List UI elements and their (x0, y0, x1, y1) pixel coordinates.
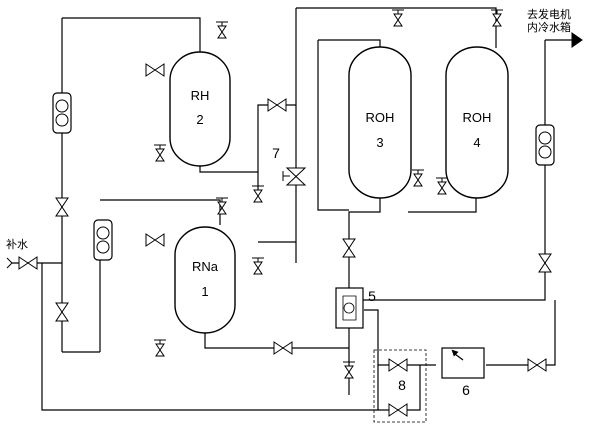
sample-valve-icon (251, 185, 265, 203)
vessel-roh-4: ROH 4 (445, 46, 509, 199)
item-5-label: 5 (368, 288, 376, 304)
item-8-label: 8 (398, 377, 406, 393)
item-6-label: 6 (462, 382, 470, 398)
valve-icon (55, 302, 69, 322)
valve-icon (538, 253, 552, 273)
vessel-roh-4-number: 4 (473, 135, 480, 150)
filter-5: 5 (335, 287, 376, 329)
sample-valve-icon (153, 144, 167, 162)
sample-valve-icon (411, 169, 425, 187)
valve-icon (342, 238, 356, 258)
valve-7: 7 (272, 145, 307, 186)
vessel-rna-number: 1 (201, 284, 208, 299)
instrument-6: 6 (441, 347, 485, 398)
flowmeter-icon (535, 124, 555, 166)
sample-valve-icon (153, 339, 167, 357)
arrow-head-icon (571, 32, 583, 48)
bypass-unit-8: 8 (373, 349, 427, 423)
vessel-roh-3-name: ROH (366, 110, 395, 125)
vessel-rna: RNa 1 (174, 226, 236, 334)
sample-valve-icon (435, 177, 449, 195)
vessel-rh-name: RH (191, 88, 210, 103)
makeup-water-label: 补水 (6, 238, 28, 251)
outlet-label-line2: 内冷水箱 (527, 20, 571, 34)
sample-valve-icon (251, 257, 265, 275)
valve-icon (267, 98, 287, 112)
outlet-label-line1: 去发电机 (527, 7, 571, 21)
sample-valve-icon (391, 9, 405, 27)
vessel-roh-3-number: 3 (376, 135, 383, 150)
valve-icon (388, 403, 408, 417)
arrow-head-icon (6, 257, 13, 269)
vessel-roh-3: ROH 3 (348, 46, 412, 199)
item-7-label: 7 (272, 145, 280, 161)
vessel-rh-number: 2 (196, 112, 203, 127)
valve-icon (388, 358, 408, 372)
valve-icon (18, 256, 38, 270)
vessel-rh: RH 2 (169, 51, 231, 167)
flowmeter-icon (93, 219, 113, 261)
vessel-roh-4-name: ROH (463, 110, 492, 125)
valve-icon (273, 341, 293, 355)
vessel-rna-name: RNa (192, 259, 219, 274)
valve-icon (145, 63, 165, 77)
sample-valve-icon (215, 21, 229, 39)
valve-icon (55, 197, 69, 217)
valve-icon (527, 358, 547, 372)
valve-icon (145, 233, 165, 247)
sample-valve-icon (342, 361, 356, 379)
flowmeter-icon (52, 92, 72, 134)
sample-valve-icon (490, 9, 504, 27)
